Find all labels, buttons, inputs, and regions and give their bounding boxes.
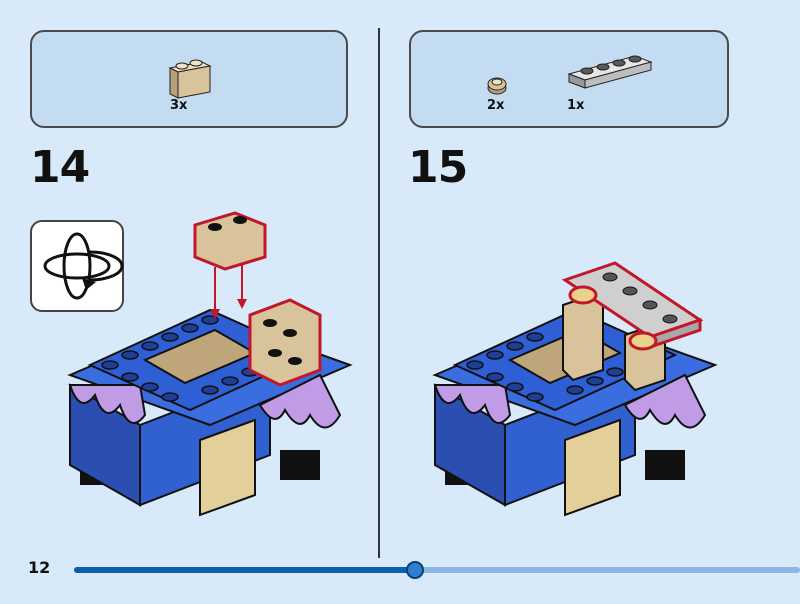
step-number-15: 15 bbox=[408, 142, 468, 193]
progress-knob bbox=[406, 561, 425, 579]
step-divider bbox=[378, 28, 380, 558]
step-number-14: 14 bbox=[30, 142, 90, 193]
rotate-model-callout bbox=[30, 220, 124, 312]
parts-callout-step-15: 2x 1x bbox=[409, 30, 729, 128]
tan-brick-1x2-masonry-part-icon bbox=[168, 59, 212, 99]
part-quantity: 2x bbox=[487, 98, 505, 113]
gray-plate-1x4-part-icon bbox=[567, 55, 653, 89]
part-quantity: 1x bbox=[567, 98, 585, 113]
parts-callout-step-14: 3x bbox=[30, 30, 348, 128]
rotate-icon bbox=[43, 232, 124, 300]
progress-bar bbox=[74, 561, 800, 579]
step-15-model-illustration bbox=[432, 261, 718, 517]
part-quantity: 3x bbox=[170, 98, 188, 113]
step-14-model-illustration bbox=[67, 211, 353, 517]
page-number: 12 bbox=[28, 558, 51, 577]
tan-round-plate-1x1-part-icon bbox=[487, 77, 507, 95]
progress-fill bbox=[74, 567, 416, 573]
